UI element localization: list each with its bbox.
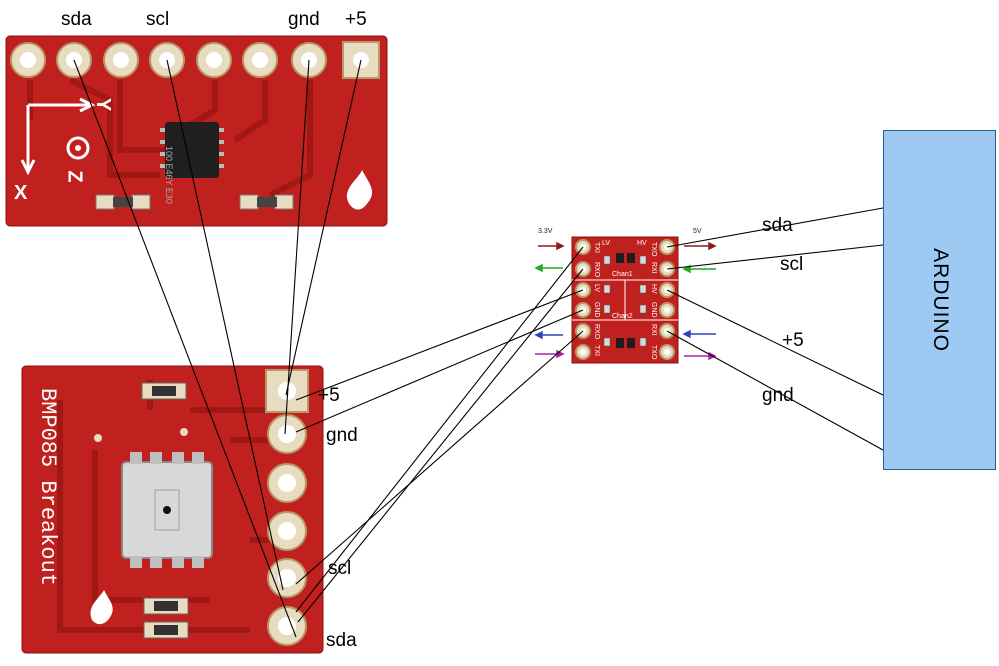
bmp-logo-icon: [90, 590, 113, 625]
accel-chip-text: 100 E46Y E30: [164, 146, 174, 204]
arduino-vcc-label: +5: [782, 330, 804, 351]
arduino-scl-label: scl: [780, 254, 804, 275]
arduino-label: ARDUINO: [928, 248, 952, 352]
arrow-right-2: [682, 264, 716, 274]
axis-z-label: Z: [63, 170, 86, 183]
wire-bmp-vcc-lv: [295, 289, 584, 401]
accel-chip: [165, 122, 219, 178]
chan2-label: Chan2: [612, 313, 633, 320]
ls-left-pin-3: LV: [593, 284, 600, 293]
wire-bmp-gnd: [295, 309, 584, 433]
wire-accel-sda: [73, 59, 297, 638]
wire-arduino-gnd: [666, 330, 884, 451]
hv-voltage-label: 5V: [693, 228, 702, 235]
ls-right-pin-2: RXI: [650, 262, 657, 274]
arduino-sda-label: sda: [762, 215, 793, 236]
lv-voltage-label: 3.3V: [538, 228, 553, 235]
arrow-right-4: [684, 351, 717, 361]
signal-arrows: [534, 241, 717, 361]
bmp-board-title: BMP085 Breakout: [35, 388, 60, 587]
wire-accel-scl: [166, 59, 284, 591]
lv-label: LV: [602, 240, 611, 247]
ls-right-pin-5: RXI: [650, 324, 657, 336]
accel-scl-label: scl: [146, 9, 170, 30]
wire-bmp-sda-1: [295, 246, 584, 613]
arrow-left-2: [534, 263, 563, 273]
wire-arduino-vcc: [666, 289, 884, 396]
bmp-gnd-label: gnd: [326, 425, 358, 446]
bmp-sda-label: sda: [326, 630, 357, 651]
arrow-left-3: [534, 330, 563, 340]
axis-x-label: X: [14, 182, 28, 204]
accel-gnd-label: gnd: [288, 9, 320, 30]
ls-right-pin-3: HV: [650, 284, 657, 294]
accel-sda-label: sda: [61, 9, 92, 30]
ls-left-pin-4: GND: [593, 302, 600, 318]
wire-arduino-sda: [666, 207, 884, 248]
arrow-right-1: [684, 241, 717, 251]
arrow-right-3: [682, 329, 716, 339]
arduino-gnd-label: gnd: [762, 385, 794, 406]
logo-icon: [347, 170, 373, 210]
arrow-left-1: [538, 241, 565, 251]
ls-left-pin-1: TXI: [593, 242, 600, 253]
wire-arduino-scl: [666, 244, 884, 270]
bmp085-board: [21, 365, 324, 654]
bmp-scl-label: scl: [328, 558, 352, 579]
ls-left-pin-5: RXO: [593, 324, 600, 340]
ls-left-pin-6: TXI: [593, 345, 600, 356]
bmp-vcc-label: +5: [318, 385, 340, 406]
level-shifter-board: [571, 236, 679, 364]
ls-right-pin-6: TXO: [650, 345, 657, 360]
ls-right-pin-4: GND: [650, 302, 657, 318]
hv-label: HV: [637, 240, 647, 247]
chan1-label: Chan1: [612, 271, 633, 278]
arduino-box: ARDUINO: [883, 130, 996, 470]
wire-accel-gnd: [284, 59, 310, 435]
wire-accel-vcc: [285, 59, 362, 396]
accel-header-pads: [10, 41, 380, 79]
accel-vcc-label: +5: [345, 9, 367, 30]
ls-right-pin-1: TXO: [650, 242, 657, 257]
wires: [73, 59, 884, 638]
wire-bmp-scl: [295, 330, 584, 585]
ls-left-pin-2: RXO: [593, 262, 600, 278]
axis-markings: [20, 97, 96, 176]
bmp-sensor-chip: [121, 452, 213, 568]
wire-bmp-sda-2: [297, 268, 584, 623]
accelerometer-board: [5, 35, 388, 227]
axis-y-label: Y: [92, 97, 115, 112]
